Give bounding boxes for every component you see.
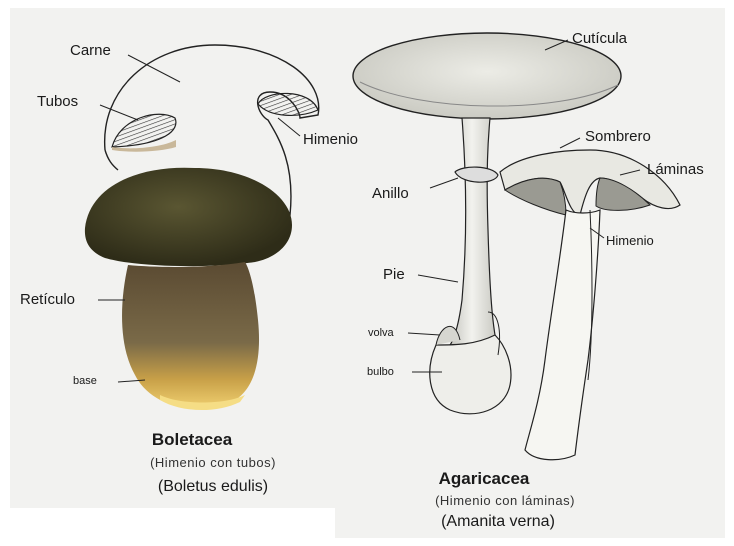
label-anillo: Anillo [372,185,409,202]
caption-boletacea-detail: (Himenio con tubos) [150,455,276,470]
label-sombrero: Sombrero [585,128,651,145]
label-reticulo: Retículo [20,291,75,308]
label-himenio-left: Himenio [303,131,358,148]
label-carne: Carne [70,42,111,59]
caption-agaricacea-species: (Amanita verna) [441,513,555,531]
label-tubos: Tubos [37,93,78,110]
label-cuticula: Cutícula [572,30,627,47]
caption-boletacea-species: (Boletus edulis) [158,478,268,496]
caption-agaricacea-detail: (Himenio con láminas) [435,493,575,508]
boletus-cross-section [85,45,319,410]
label-laminas: Láminas [647,161,704,178]
label-volva: volva [368,327,394,339]
label-himenio-right: Himenio [606,233,654,248]
caption-boletacea-family: Boletacea [152,430,232,450]
label-base: base [73,375,97,387]
label-bulbo: bulbo [367,366,394,378]
label-pie: Pie [383,266,405,283]
caption-agaricacea-family: Agaricacea [439,469,530,489]
